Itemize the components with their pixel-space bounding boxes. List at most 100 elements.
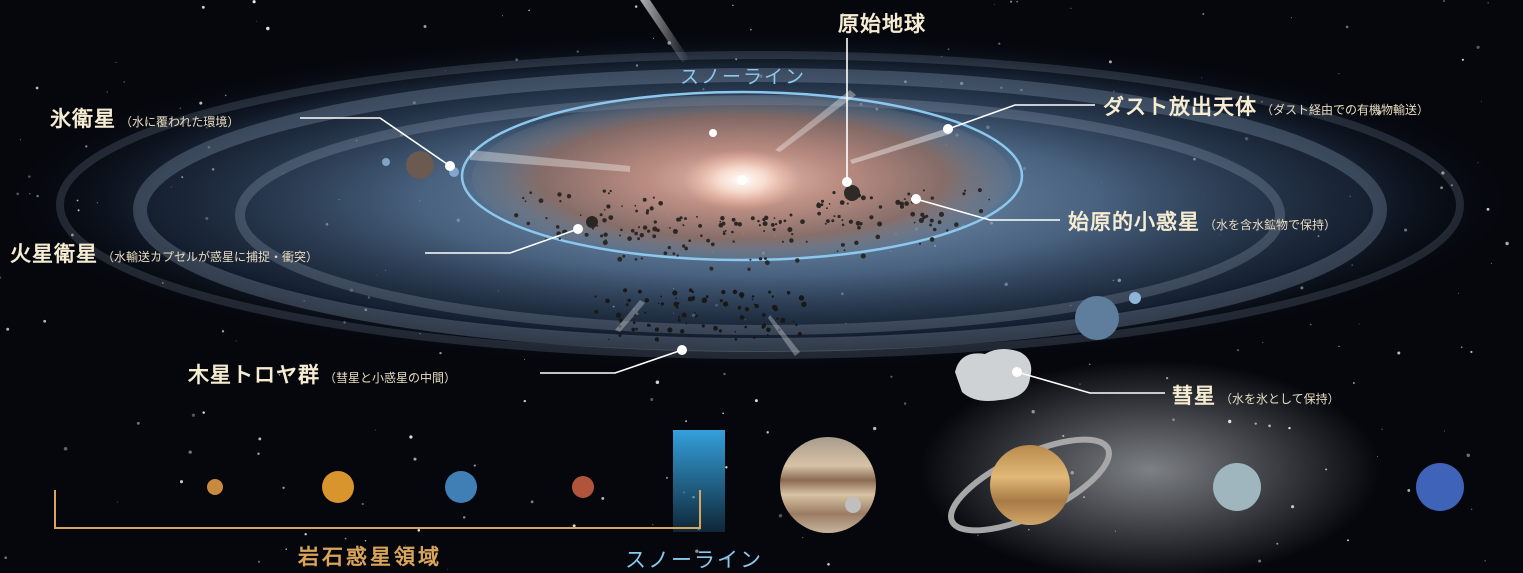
star: [1461, 58, 1464, 61]
trojan-particle: [801, 301, 807, 307]
debris-particle: [617, 256, 623, 262]
debris-particle: [637, 237, 641, 241]
debris-particle: [913, 221, 916, 224]
debris-particle: [826, 219, 830, 223]
star: [685, 420, 687, 422]
trojan-particle: [672, 290, 678, 296]
asteroid-debris: [514, 188, 991, 342]
trojan-particle: [691, 290, 694, 294]
debris-particle: [606, 204, 611, 209]
trojan-particle: [739, 315, 745, 320]
trojan-particle: [654, 337, 660, 342]
trojan-particle: [618, 333, 622, 337]
star: [344, 537, 347, 540]
debris-particle: [538, 198, 544, 204]
debris-particle: [843, 249, 846, 252]
star: [257, 560, 261, 563]
trojan-particle: [738, 292, 745, 298]
debris-particle: [895, 199, 901, 205]
primitive-asteroids-note: （水を含水鉱物で保持）: [1204, 218, 1337, 232]
star: [6, 327, 10, 331]
star: [413, 457, 417, 461]
debris-particle: [833, 215, 836, 218]
debris-particle: [757, 219, 760, 223]
debris-particle: [832, 191, 836, 195]
debris-particle: [679, 216, 683, 220]
trojan-particle: [701, 297, 708, 304]
trojan-particle: [660, 295, 663, 298]
trojan-particle: [633, 319, 636, 321]
star: [572, 524, 576, 528]
debris-particle: [857, 225, 861, 230]
debris-particle: [710, 242, 715, 247]
star: [1262, 341, 1264, 343]
trojan-particle: [776, 317, 779, 320]
trojan-particle: [694, 315, 697, 318]
debris-particle: [925, 214, 929, 218]
debris-particle: [652, 234, 657, 239]
star: [842, 12, 844, 15]
trojan-particle: [605, 298, 610, 304]
trojan-particle: [713, 325, 718, 331]
debris-particle: [875, 234, 881, 240]
star: [1407, 488, 1411, 492]
debris-particle: [672, 252, 676, 256]
jupiter-trojans-note: （彗星と小惑星の中間）: [324, 371, 457, 385]
star: [827, 563, 830, 566]
trojan-particle: [680, 329, 685, 334]
primitive-earth-label: 原始地球: [838, 8, 926, 38]
debris-particle: [938, 211, 945, 217]
trojan-particle: [685, 322, 688, 325]
trojan-particle: [766, 327, 769, 330]
trojan-particle: [681, 312, 687, 318]
primitive-earth-title: 原始地球: [838, 12, 926, 36]
debris-particle: [789, 213, 793, 217]
venus-planet: [322, 471, 354, 503]
trojan-particle: [753, 303, 756, 306]
trojan-particle: [696, 314, 699, 317]
star: [722, 412, 724, 415]
trojan-particle: [635, 327, 638, 331]
star: [1202, 12, 1205, 16]
trojan-particle: [615, 312, 622, 318]
star: [252, 0, 256, 4]
debris-particle: [922, 215, 926, 220]
debris-particle: [954, 222, 959, 227]
debris-particle: [831, 219, 835, 223]
debris-particle: [696, 215, 698, 218]
dust-emitters-note: （ダスト経由での有機物輸送）: [1261, 103, 1430, 117]
star: [35, 86, 39, 90]
planet-row: [207, 436, 1464, 534]
star: [601, 496, 605, 500]
primitive-asteroid-body: [586, 216, 598, 228]
debris-particle: [899, 204, 905, 209]
earth-planet: [445, 471, 477, 503]
debris-particle: [787, 227, 793, 233]
star: [1484, 559, 1486, 562]
debris-particle: [869, 215, 874, 220]
debris-particle: [634, 258, 638, 261]
star: [462, 516, 466, 519]
debris-particle: [737, 222, 742, 227]
debris-particle: [720, 215, 725, 221]
trojan-particle: [771, 295, 774, 298]
debris-particle: [841, 219, 844, 222]
star: [282, 486, 285, 489]
debris-particle: [622, 254, 626, 258]
trojan-particle: [734, 338, 738, 341]
debris-particle: [903, 198, 906, 201]
disk-swirl: [56, 51, 1464, 359]
trojan-particle: [676, 301, 680, 305]
star: [404, 544, 406, 546]
debris-particle: [930, 196, 934, 200]
debris-particle: [591, 227, 594, 230]
debris-particle: [922, 189, 925, 192]
star: [523, 399, 526, 403]
debris-particle: [724, 229, 727, 232]
debris-particle: [758, 224, 762, 227]
star: [723, 372, 726, 376]
comets-note: （水を氷として保持）: [1220, 392, 1340, 406]
star: [903, 402, 907, 405]
dust-emitters-title: ダスト放出天体: [1103, 95, 1257, 119]
